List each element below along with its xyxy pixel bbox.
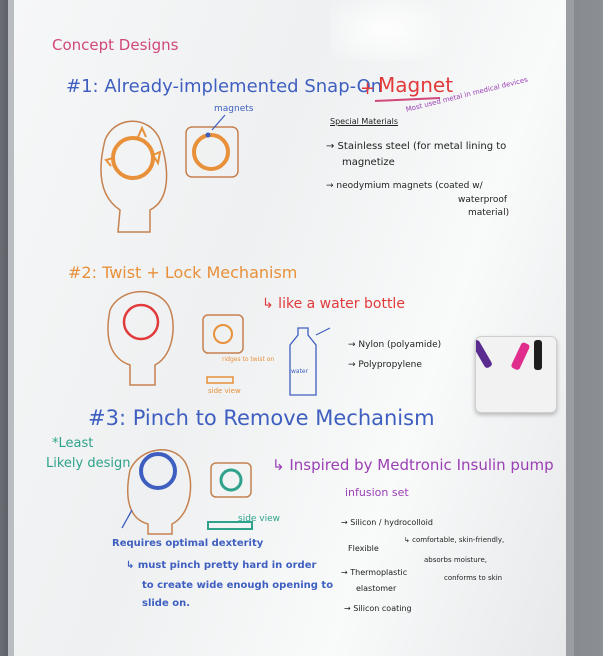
d3-mat5: conforms to skin	[444, 574, 503, 582]
d3-mat7: elastomer	[356, 584, 397, 593]
flange-square-2	[202, 314, 244, 354]
black-marker-icon	[534, 340, 542, 370]
twist-ring	[122, 303, 160, 341]
like-bottle: ↳ like a water bottle	[262, 296, 405, 312]
flange-square-1	[185, 126, 239, 178]
d3-mat6: → Thermoplastic	[341, 568, 408, 577]
magnet-arrow	[211, 114, 226, 131]
design1-heading: #1: Already-implemented Snap-On	[66, 76, 383, 97]
infusion-note: infusion set	[345, 486, 409, 499]
d3-mat2: Flexible	[348, 544, 379, 553]
magnet-ring	[192, 133, 230, 171]
magnets-label: magnets	[214, 104, 254, 114]
d1-item2-line2: waterproof	[458, 195, 508, 205]
ridges-note: ridges to twist on	[222, 356, 275, 363]
design2-heading: #2: Twist + Lock Mechanism	[68, 263, 298, 282]
d3-mat4: absorbs moisture,	[424, 556, 487, 564]
light-glare	[330, 0, 440, 60]
design1-plus: +	[360, 78, 376, 99]
req-line2: ↳ must pinch pretty hard in order	[126, 560, 317, 571]
least-label: *Least	[52, 436, 94, 451]
ostomy-bag-sketch-3	[126, 449, 192, 535]
ostomy-bag-sketch-2	[107, 291, 174, 386]
d2-side-view: side view	[208, 387, 241, 395]
snap-tab-left	[104, 157, 114, 167]
d1-item1-line1: → Stainless steel (for metal lining to	[326, 141, 507, 152]
d3-side-view: side view	[238, 514, 281, 524]
magnet-dot	[205, 132, 211, 138]
design1-magnet: Magnet	[378, 73, 454, 97]
flange-square-3	[210, 462, 252, 498]
pink-marker-icon	[511, 342, 530, 370]
side-view-bar-3	[207, 521, 253, 530]
ostomy-bag-sketch-1	[100, 120, 168, 233]
req-line3: to create wide enough opening to	[142, 580, 334, 591]
snap-ring-1	[111, 136, 155, 180]
title: Concept Designs	[52, 36, 179, 54]
d1-item2-line3: material)	[468, 208, 510, 218]
d2-item1: → Nylon (polyamide)	[348, 340, 442, 350]
req-line4: slide on.	[142, 598, 191, 609]
req-line1: Requires optimal dexterity	[112, 538, 264, 549]
snap-tab-right	[151, 150, 162, 166]
likely-label: Likely design	[46, 456, 131, 471]
pinch-ring-small	[219, 468, 243, 492]
twist-ring-small	[213, 324, 233, 344]
d1-item1-line2: magnetize	[342, 157, 395, 168]
snap-tab-top	[137, 125, 147, 138]
d2-item2: → Polypropylene	[348, 360, 422, 370]
d1-item2-line1: → neodymium magnets (coated w/	[326, 181, 483, 191]
magnet-underline	[374, 97, 441, 102]
whiteboard	[8, 0, 574, 656]
bottle-arrow	[315, 327, 331, 336]
design3-heading: #3: Pinch to Remove Mechanism	[88, 406, 435, 430]
special-materials: Special Materials	[330, 117, 399, 126]
bottle-sketch	[289, 327, 317, 396]
side-view-bar-2	[206, 376, 234, 384]
bottle-label: water	[291, 368, 309, 375]
d3-mat3: ↳ comfortable, skin-friendly,	[404, 536, 505, 544]
purple-marker-icon	[476, 340, 492, 368]
d3-mat1: → Silicon / hydrocolloid	[341, 518, 433, 527]
teal-arrow	[121, 509, 133, 529]
marker-tray	[475, 336, 557, 413]
pinch-ring	[139, 452, 177, 490]
d3-mat8: → Silicon coating	[344, 604, 412, 613]
inspired-note: ↳ Inspired by Medtronic Insulin pump	[272, 456, 554, 474]
